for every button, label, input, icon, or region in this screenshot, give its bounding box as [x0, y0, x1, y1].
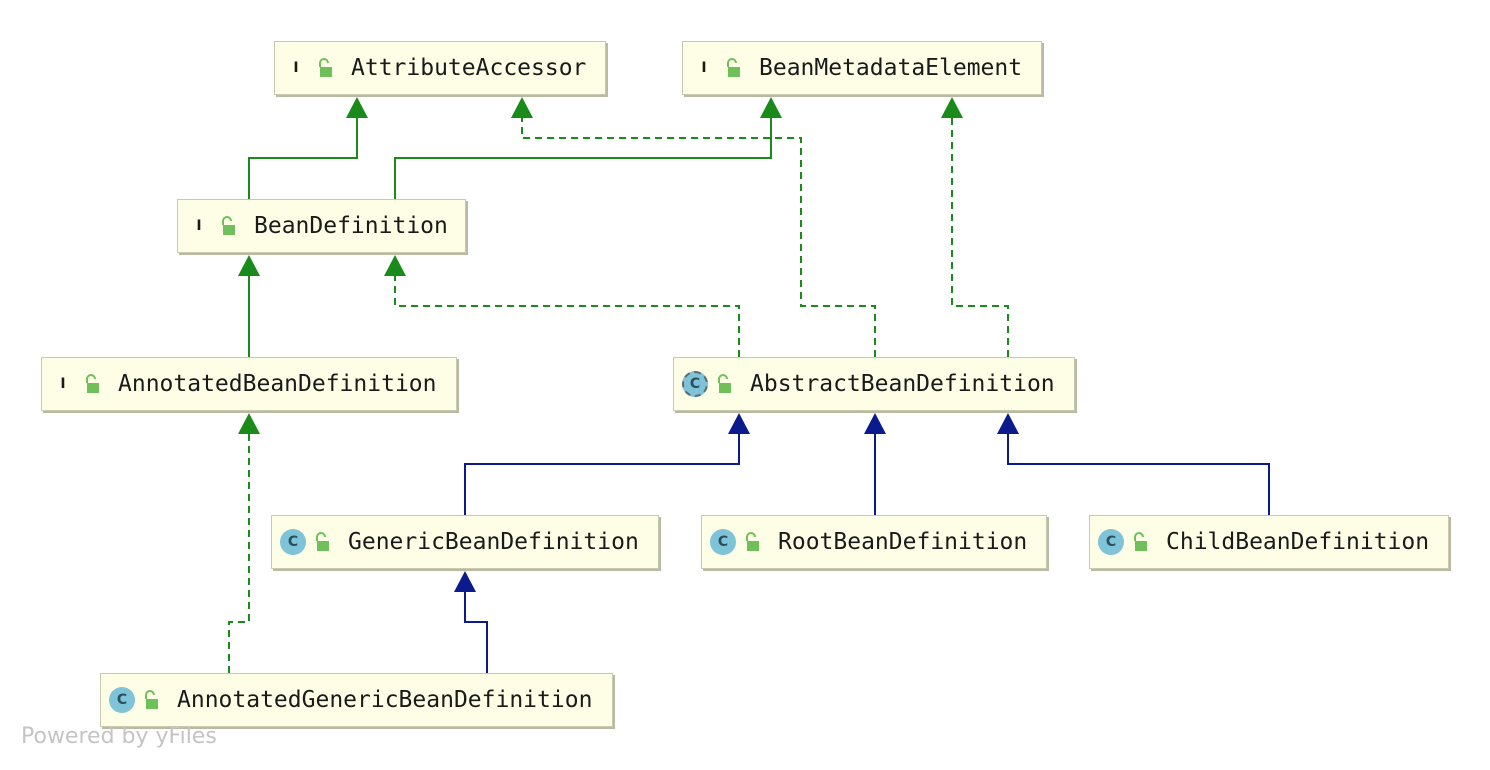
- arrowhead-annotated-generic-bean-definition-to-generic-bean-definition: [454, 571, 476, 592]
- node-annotated-generic-bean-definition[interactable]: C AnnotatedGenericBeanDefinition: [100, 673, 613, 727]
- unlocked-icon: [727, 58, 740, 77]
- watermark: Powered by yFiles: [21, 724, 217, 749]
- edge-annotated-generic-bean-definition-to-annotated-bean-definition: [228, 431, 250, 673]
- node-generic-bean-definition[interactable]: C GenericBeanDefinition: [271, 515, 659, 569]
- arrowhead-abstract-bean-definition-to-bean-definition: [384, 255, 406, 276]
- node-label: ChildBeanDefinition: [1166, 529, 1430, 555]
- abstract-class-icon: C: [682, 371, 708, 397]
- arrowhead-bean-definition-to-bean-metadata-element: [760, 97, 782, 118]
- node-label: GenericBeanDefinition: [348, 529, 639, 555]
- unlocked-icon: [222, 216, 235, 235]
- interface-icon: I: [293, 60, 299, 76]
- node-attribute-accessor[interactable]: I AttributeAccessor: [274, 41, 606, 95]
- node-annotated-bean-definition[interactable]: I AnnotatedBeanDefinition: [41, 357, 457, 411]
- node-label: BeanMetadataElement: [759, 55, 1023, 81]
- node-root-bean-definition[interactable]: C RootBeanDefinition: [701, 515, 1047, 569]
- class-icon: C: [1098, 529, 1124, 555]
- arrowhead-root-bean-definition-to-abstract-bean-definition: [864, 413, 886, 434]
- unlocked-icon: [718, 374, 731, 393]
- node-label: AnnotatedBeanDefinition: [118, 371, 437, 397]
- unlocked-icon: [316, 532, 329, 551]
- unlocked-icon: [746, 532, 759, 551]
- arrowhead-generic-bean-definition-to-abstract-bean-definition: [728, 413, 750, 434]
- node-label: AnnotatedGenericBeanDefinition: [177, 687, 593, 713]
- arrowhead-annotated-generic-bean-definition-to-annotated-bean-definition: [238, 413, 260, 434]
- node-label: RootBeanDefinition: [778, 529, 1028, 555]
- node-abstract-bean-definition[interactable]: C AbstractBeanDefinition: [673, 357, 1075, 411]
- class-icon: C: [109, 687, 135, 713]
- node-label: AbstractBeanDefinition: [750, 371, 1055, 397]
- interface-icon: I: [701, 60, 707, 76]
- unlocked-icon: [145, 690, 158, 709]
- edge-abstract-bean-definition-to-bean-definition: [394, 273, 740, 357]
- node-bean-metadata-element[interactable]: I BeanMetadataElement: [682, 41, 1042, 95]
- edge-child-bean-definition-to-abstract-bean-definition: [1007, 431, 1270, 515]
- class-icon: C: [710, 529, 736, 555]
- arrowhead-bean-definition-to-attribute-accessor: [346, 97, 368, 118]
- edge-annotated-generic-bean-definition-to-generic-bean-definition: [464, 589, 488, 673]
- class-icon: C: [280, 529, 306, 555]
- unlocked-icon: [86, 374, 99, 393]
- node-child-bean-definition[interactable]: C ChildBeanDefinition: [1089, 515, 1449, 569]
- arrowhead-annotated-bean-definition-to-bean-definition: [238, 255, 260, 276]
- node-label: AttributeAccessor: [351, 55, 587, 81]
- unlocked-icon: [319, 58, 332, 77]
- edge-bean-definition-to-attribute-accessor: [248, 115, 358, 199]
- node-label: BeanDefinition: [254, 213, 448, 239]
- edge-abstract-bean-definition-to-bean-metadata-element: [951, 115, 1009, 357]
- arrowhead-child-bean-definition-to-abstract-bean-definition: [997, 413, 1019, 434]
- unlocked-icon: [1134, 532, 1147, 551]
- arrowhead-abstract-bean-definition-to-bean-metadata-element: [941, 97, 963, 118]
- arrowhead-abstract-bean-definition-to-attribute-accessor: [511, 97, 533, 118]
- interface-icon: I: [60, 376, 66, 392]
- interface-icon: I: [196, 218, 202, 234]
- node-bean-definition[interactable]: I BeanDefinition: [177, 199, 466, 253]
- edge-abstract-bean-definition-to-attribute-accessor: [521, 115, 876, 357]
- edge-bean-definition-to-bean-metadata-element: [394, 115, 772, 199]
- edge-generic-bean-definition-to-abstract-bean-definition: [464, 431, 740, 515]
